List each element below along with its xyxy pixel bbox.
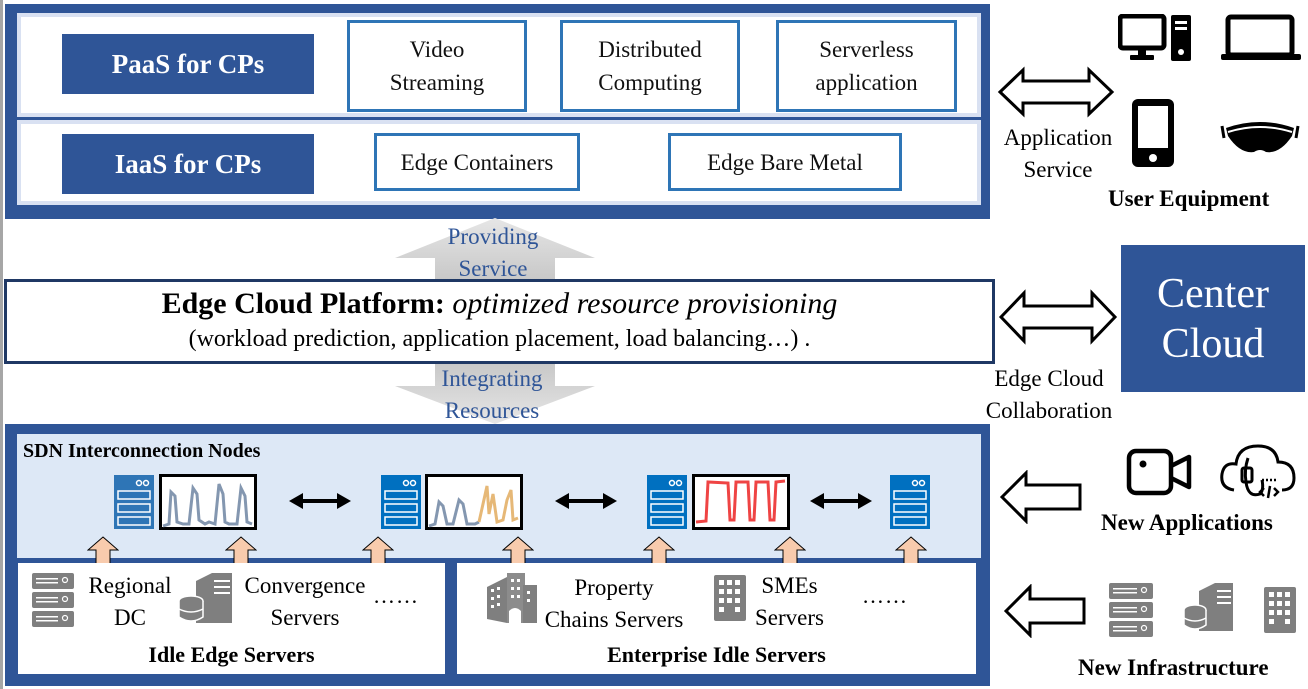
upward-arrow-icon xyxy=(87,536,119,566)
workload-chart-gray-orange xyxy=(425,474,523,530)
vr-headset-icon xyxy=(1220,122,1300,153)
smartphone-icon xyxy=(1132,99,1174,167)
platform-title: Edge Cloud Platform: optimized resource … xyxy=(161,287,838,320)
upward-arrow-icon xyxy=(774,536,806,566)
integrating-resources-arrow xyxy=(395,364,595,424)
edge-cloud-collaboration-double-arrow xyxy=(998,289,1118,345)
providing-service-arrow xyxy=(395,218,595,280)
server-rack-icon xyxy=(32,573,74,627)
sdn-interconnection-area: SDN Interconnection Nodes xyxy=(17,434,981,558)
server-node-icon[interactable] xyxy=(890,475,930,529)
desktop-icon xyxy=(1118,14,1191,61)
workload-chart-red xyxy=(692,474,790,530)
server-node-icon[interactable] xyxy=(381,475,421,529)
office-building-icon xyxy=(714,575,746,621)
service-edge-containers[interactable]: Edge Containers xyxy=(374,133,580,191)
server-database-icon xyxy=(178,573,232,623)
enterprise-idle-servers-title: Enterprise Idle Servers xyxy=(607,642,826,667)
paas-label: PaaS for CPs xyxy=(62,34,314,94)
iaas-label: IaaS for CPs xyxy=(62,134,314,194)
server-node-icon[interactable] xyxy=(647,475,687,529)
office-building-icon xyxy=(1264,587,1296,633)
upward-arrow-icon xyxy=(895,536,927,566)
new-infrastructure-left-arrow xyxy=(1003,584,1086,638)
more-ellipsis: …… xyxy=(373,583,419,608)
more-ellipsis: …… xyxy=(862,583,908,608)
new-applications-left-arrow xyxy=(999,470,1082,524)
new-applications-title: New Applications xyxy=(1101,510,1273,535)
workload-chart-gray xyxy=(159,474,257,530)
bidirectional-link-icon xyxy=(555,493,617,509)
bidirectional-link-icon xyxy=(289,493,351,509)
new-infrastructure-title: New Infrastructure xyxy=(1078,655,1269,680)
service-edge-bare-metal[interactable]: Edge Bare Metal xyxy=(668,133,902,191)
laptop-icon xyxy=(1221,14,1301,60)
bidirectional-link-icon xyxy=(810,493,872,509)
server-rack-icon xyxy=(1109,583,1153,637)
iaas-row: IaaS for CPs Edge Containers Edge Bare M… xyxy=(17,120,981,205)
upward-arrow-icon xyxy=(502,536,534,566)
user-equipment-title: User Equipment xyxy=(1108,186,1270,211)
cloud-api-icon xyxy=(1220,444,1296,499)
sdn-title: SDN Interconnection Nodes xyxy=(23,440,261,462)
edge-cloud-platform-box: Edge Cloud Platform: optimized resource … xyxy=(4,279,995,364)
platform-subtitle: (workload prediction, application placem… xyxy=(188,326,811,352)
upward-arrow-icon xyxy=(225,536,257,566)
upward-arrow-icon xyxy=(362,536,394,566)
application-service-double-arrow xyxy=(997,66,1115,118)
server-node-icon[interactable] xyxy=(114,475,154,529)
resource-layer-panel: SDN Interconnection Nodes xyxy=(5,424,990,686)
video-camera-icon xyxy=(1126,448,1192,496)
upward-arrow-icon xyxy=(643,536,675,566)
enterprise-building-icon xyxy=(487,573,537,623)
idle-edge-servers-title: Idle Edge Servers xyxy=(148,642,315,667)
server-database-icon xyxy=(1183,583,1233,631)
left-edge-line xyxy=(0,0,3,689)
